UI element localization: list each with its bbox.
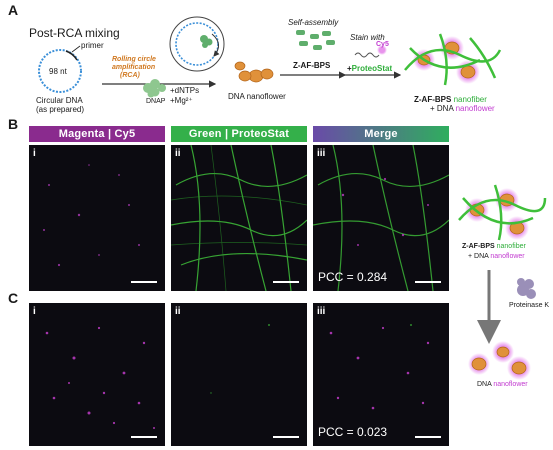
stain-squiggle-icon: [354, 52, 380, 58]
side-label-2: + DNA nanoflower: [468, 253, 525, 260]
roman-b-ii: ii: [175, 148, 181, 159]
scale-bar-c-iii: [415, 436, 441, 438]
cy5-label: Cy5: [376, 41, 389, 48]
micrograph-c-i: i: [29, 303, 165, 446]
dnap-icon: [143, 79, 166, 98]
result-label-1: Z-AF-BPS nanofiber: [414, 95, 487, 104]
panel-letter-a: A: [8, 2, 19, 18]
side-nanoflower-icon: [468, 341, 531, 380]
roman-c-iii: iii: [317, 306, 326, 317]
nanoflower-icon: [234, 61, 274, 83]
rca-label-1: Rolling circle: [112, 56, 156, 63]
roman-b-iii: iii: [317, 148, 326, 159]
side-schematic: [458, 184, 547, 380]
result-label-2: + DNA nanoflower: [430, 104, 495, 113]
mg-label: +Mg²⁺: [170, 96, 193, 105]
proteinase-k-icon: [517, 278, 536, 299]
primer-icon: [65, 50, 78, 61]
zafbps-label: Z-AF-BPS: [293, 61, 331, 70]
result-complex-icon: [404, 33, 502, 86]
side-label-1: Z-AF-BPS nanofiber: [462, 243, 526, 250]
circular-dna-icon: [38, 49, 82, 93]
roman-b-i: i: [33, 148, 36, 159]
stain-label: Stain with: [350, 33, 385, 42]
enzyme-label: Proteinase K: [509, 302, 550, 309]
rca-label-3: (RCA): [120, 72, 140, 79]
header-merge: Merge: [313, 126, 449, 142]
dntps-label: +dNTPs: [170, 86, 200, 95]
rca-label-2: amplification: [112, 64, 156, 71]
circular-dna-label: Circular DNA: [36, 96, 83, 105]
panel-a-schematic: [38, 16, 502, 98]
scale-bar-b-ii: [273, 281, 299, 283]
panel-a-title: Post-RCA mixing: [29, 26, 120, 40]
panel-letter-b: B: [8, 116, 19, 132]
self-assembly-label: Self-assembly: [288, 18, 339, 27]
panel-letter-c: C: [8, 290, 19, 306]
pcc-value-c: PCC = 0.023: [318, 425, 388, 439]
polymerase-zoom-icon: [169, 16, 225, 72]
roman-c-i: i: [33, 306, 36, 317]
scale-bar-c-ii: [273, 436, 299, 438]
proteostat-label: +ProteoStat: [347, 64, 393, 73]
header-green: Green | ProteoStat: [171, 126, 307, 142]
peptide-icon: [296, 30, 335, 50]
header-magenta: Magenta | Cy5: [29, 126, 165, 142]
micrograph-b-ii: ii: [171, 145, 307, 291]
nanoflower-label: DNA nanoflower: [228, 92, 286, 101]
scale-bar-b-iii: [415, 281, 441, 283]
micrograph-b-iii: iii PCC = 0.284: [313, 145, 449, 291]
circle-length-label: 98 nt: [49, 67, 67, 76]
dnap-label: DNAP: [146, 98, 166, 105]
scale-bar-b-i: [131, 281, 157, 283]
micrograph-c-iii: iii PCC = 0.023: [313, 303, 449, 446]
primer-label: primer: [81, 41, 104, 50]
micrograph-c-ii: ii: [171, 303, 307, 446]
micrograph-b-i: i: [29, 145, 165, 291]
pcc-value-b: PCC = 0.284: [318, 270, 388, 284]
side-complex-icon: [458, 184, 547, 241]
side-label-3: DNA nanoflower: [477, 381, 528, 388]
roman-c-ii: ii: [175, 306, 181, 317]
as-prepared-label: (as prepared): [36, 105, 85, 114]
scale-bar-c-i: [131, 436, 157, 438]
